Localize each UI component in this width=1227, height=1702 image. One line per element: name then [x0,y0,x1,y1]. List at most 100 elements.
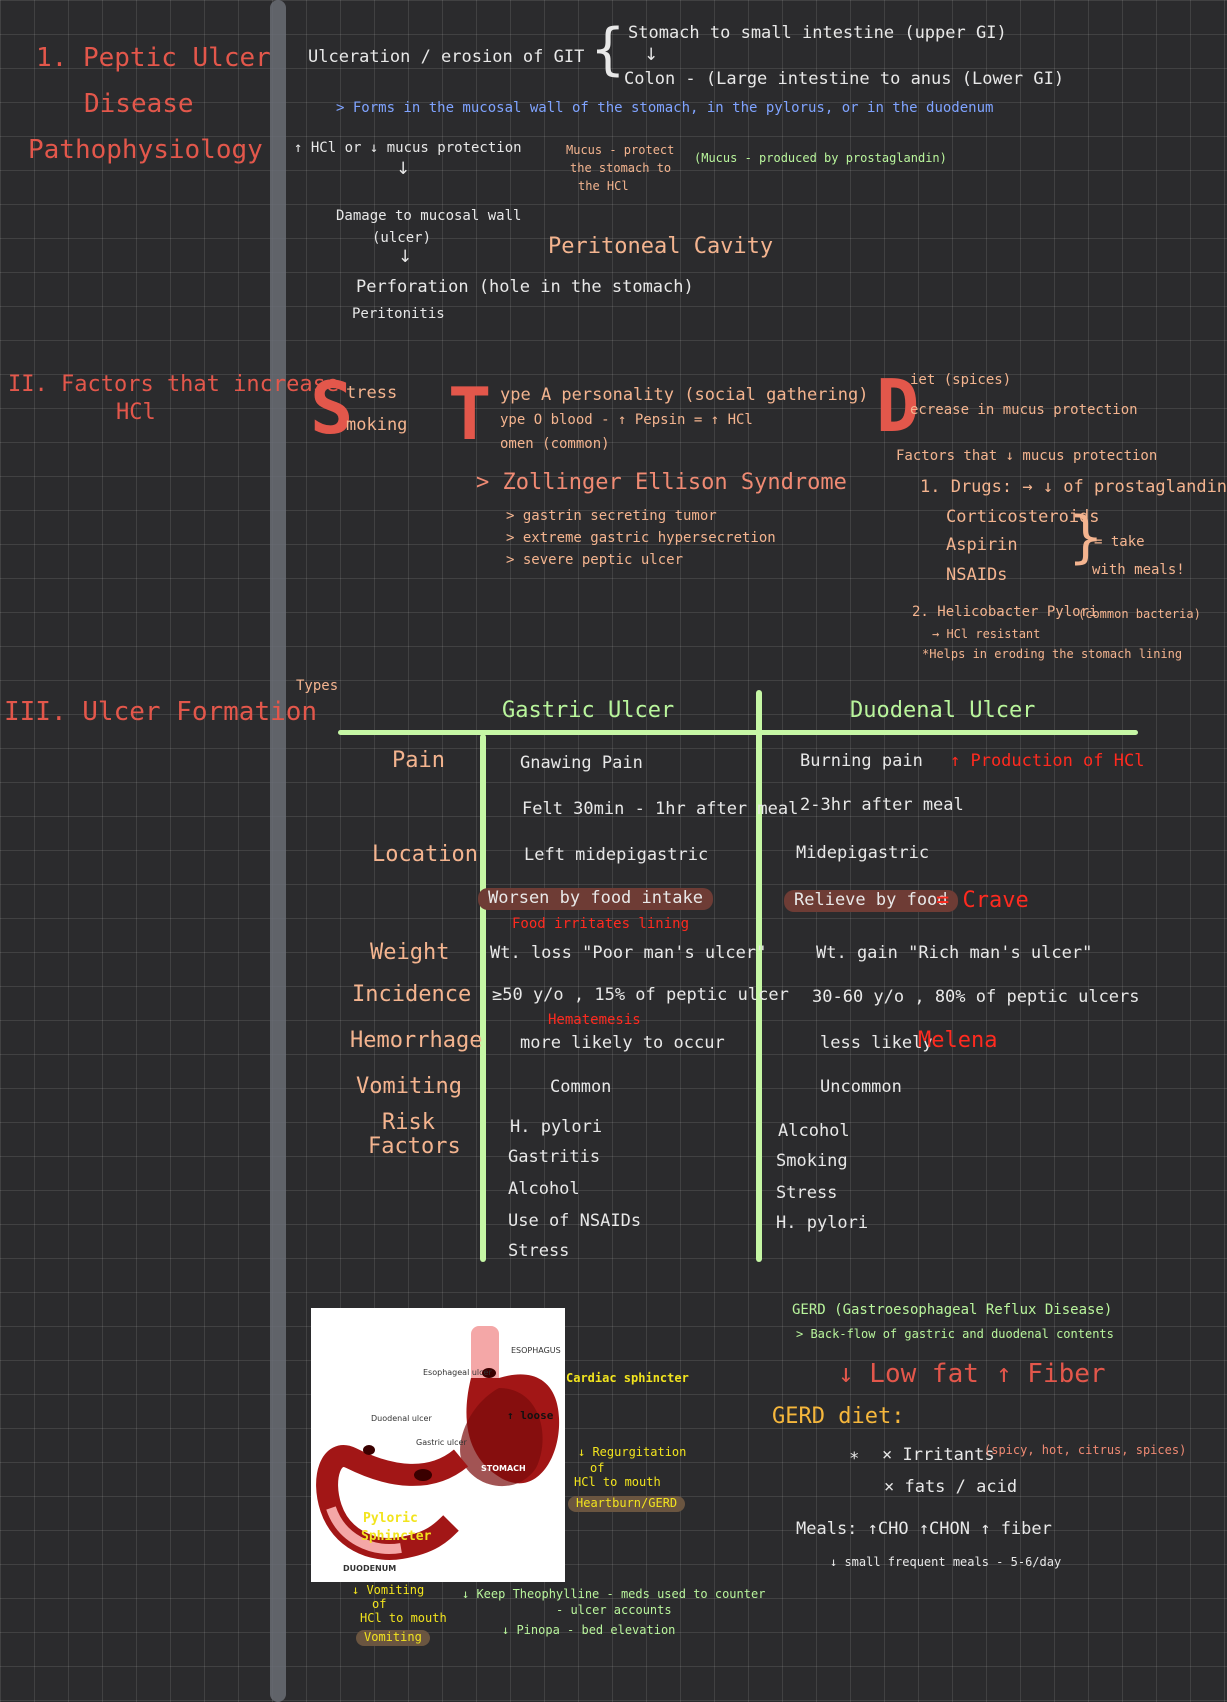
mucus-note-3: the HCl [578,179,629,193]
patho-hcl-line: ↑ HCl or ↓ mucus protection [294,140,522,156]
factors-mucus-title: Factors that ↓ mucus protection [896,448,1158,464]
label-duodenum: DUODENUM [343,1564,397,1573]
gerd-item-1-note: (spicy, hot, citrus, spices) [984,1443,1187,1457]
drug-note-2: with meals! [1092,562,1185,578]
col-duodenal-header: Duodenal Ulcer [850,698,1036,723]
heading-factors-hcl: HCl [116,400,156,425]
below-left-2: of [372,1597,387,1611]
letter-d: D [876,364,920,448]
brace-icon: { [590,17,626,82]
row-label-weight: Weight [370,940,450,965]
gerd-item-2: × fats / acid [884,1477,1018,1497]
gerd-diet-label: GERD diet: [772,1404,905,1429]
duodenal-food-note: = Crave [936,888,1029,913]
gerd-title: GERD (Gastroesophageal Reflux Disease) [792,1302,1113,1318]
label-esophageal-ulcer: Esophageal ulcer [423,1368,492,1377]
factor-type-o: ype O blood - ↑ Pepsin = ↑ HCl [500,412,753,428]
label-pyloric-1: Pyloric [363,1511,418,1526]
heading-factors: II. Factors that increase [8,372,340,397]
below-mid-3: ↓ Pinopa - bed elevation [502,1623,676,1637]
factor-women: omen (common) [500,436,610,452]
duodenal-food: Relieve by food [784,890,958,912]
gerd-item-1: × Irritants [882,1445,995,1465]
below-left-1: ↓ Vomiting [352,1583,425,1597]
below-left-box: Vomiting [356,1630,430,1646]
row-label-incidence: Incidence [352,982,472,1007]
drug-aspirin: Aspirin [946,535,1018,555]
hpylori-sub-2: *Helps in eroding the stomach lining [922,647,1183,661]
label-loose: ↑ loose [507,1409,554,1422]
duodenal-risk-4: H. pylori [776,1213,869,1233]
gastric-timing: Felt 30min - 1hr after meal [522,799,799,819]
patho-forms-note: > Forms in the mucosal wall of the stoma… [336,100,994,116]
gastric-pain: Gnawing Pain [520,753,643,773]
label-stomach: STOMACH [481,1464,526,1473]
heading-ulcer-formation: III. Ulcer Formation [4,697,318,727]
drug-note-1: = take [1094,534,1145,550]
hpylori-sub-1: → HCl resistant [932,627,1041,641]
factor-decrease-mucus: ecrease in mucus protection [910,402,1138,418]
zes-item-1: > gastrin secreting tumor [506,508,717,524]
patho-peritonitis: Peritonitis [352,306,445,322]
zes-item-3: > severe peptic ulcer [506,552,684,568]
col-gastric-header: Gastric Ulcer [502,698,675,723]
duodenal-risk-3: Stress [776,1183,838,1203]
right-note-3: HCl to mouth [574,1475,661,1489]
gerd-low-fat: ↓ Low fat [838,1359,979,1389]
gastric-food-note: Food irritates lining [512,916,690,932]
duodenal-location: Midepigastric [796,843,930,863]
duodenal-timing: 2-3hr after meal [800,795,964,815]
row-label-pain: Pain [392,748,445,773]
table-header-line [338,730,1138,735]
gastric-risk-1: H. pylori [510,1117,603,1137]
patho-branch-upper: Stomach to small intestine (upper GI) [628,23,1007,43]
letter-s: S [310,366,354,450]
zes-item-2: > extreme gastric hypersecretion [506,530,776,546]
hpylori-line: 2. Helicobacter Pylori [912,604,1098,620]
duodenal-vomiting: Uncommon [820,1077,902,1097]
gastric-location: Left midepigastric [524,845,709,865]
page-divider [270,0,286,1702]
patho-damage: Damage to mucosal wall [336,208,522,224]
drug-corticosteroids: Corticosteroids [946,507,1100,527]
label-duodenal-ulcer: Duodenal ulcer [371,1414,432,1423]
row-label-vomiting: Vomiting [356,1074,462,1099]
gastric-risk-3: Alcohol [508,1179,580,1199]
arrow-down-icon: ↓ [396,159,411,179]
label-esophagus: ESOPHAGUS [511,1346,561,1355]
gastric-weight: Wt. loss "Poor man's ulcer" [490,943,767,963]
gerd-sub: > Back-flow of gastric and duodenal cont… [796,1327,1114,1341]
mucus-side-note: (Mucus - produced by prostaglandin) [694,151,947,165]
heading-disease: Disease [84,89,194,119]
mucus-note-1: Mucus - protect [566,143,675,157]
brace-icon: } [1068,505,1104,570]
stomach-diagram: ESOPHAGUS Esophageal ulcer Duodenal ulce… [311,1308,565,1582]
bullet-icon: * [850,1449,859,1469]
duodenal-pain-note: ↑ Production of HCl [950,751,1145,771]
label-pyloric-2: Sphincter [361,1529,432,1544]
stomach-illustration [316,1326,560,1560]
heading-pathophysiology: Pathophysiology [28,135,263,165]
hpylori-note: (common bacteria) [1078,607,1201,621]
right-note-2: of [590,1461,605,1475]
drug-nsaids: NSAIDs [946,565,1008,585]
factor-stress: tress [346,383,398,403]
arrow-down-icon: ↓ [398,247,413,267]
gastric-risk-5: Stress [508,1241,570,1261]
duodenal-hemorrhage: less likely [820,1033,933,1053]
patho-main: Ulceration / erosion of GIT [308,47,585,67]
types-label: Types [296,678,339,694]
duodenal-risk-1: Alcohol [778,1121,850,1141]
patho-branch-lower: Colon - (Large intestine to anus (Lower … [624,69,1065,89]
factor-diet: iet (spices) [910,372,1012,388]
gerd-fiber: ↑ Fiber [996,1359,1106,1389]
right-note-1: ↓ Regurgitation [578,1445,687,1459]
duodenal-weight: Wt. gain "Rich man's ulcer" [816,943,1093,963]
patho-ulcer: (ulcer) [372,230,432,246]
mucus-note-2: the stomach to [570,161,672,175]
row-label-risk: Risk [382,1110,435,1135]
gerd-meals-note: ↓ small frequent meals - 5-6/day [830,1555,1062,1569]
table-col-line-1 [480,734,486,1262]
below-left-3: HCl to mouth [360,1611,447,1625]
gastric-hemorrhage-note: Hematemesis [548,1012,641,1028]
